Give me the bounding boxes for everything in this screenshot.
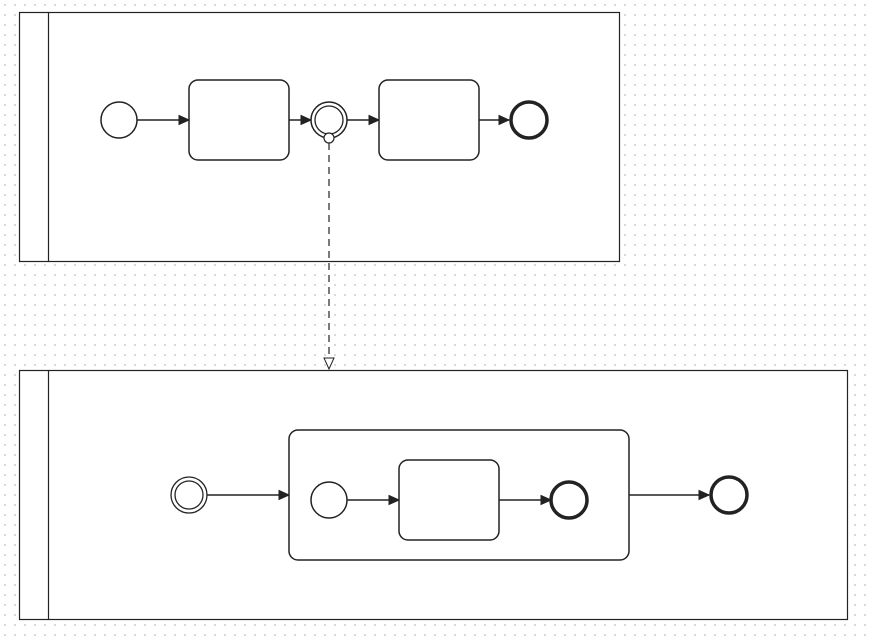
- p1-end-event[interactable]: [509, 100, 549, 140]
- p1-task-2[interactable]: [378, 79, 480, 161]
- p2-start-inner-ring: [174, 480, 204, 510]
- p1-start-event[interactable]: [100, 101, 138, 139]
- sp-end-event[interactable]: [549, 480, 589, 520]
- sp-task[interactable]: [398, 459, 500, 541]
- message-flow-source-marker: [323, 132, 335, 144]
- p1-task-1[interactable]: [188, 79, 290, 161]
- p2-end-event[interactable]: [709, 475, 749, 515]
- sp-start-event[interactable]: [310, 481, 348, 519]
- p2-start-event[interactable]: [170, 476, 208, 514]
- p1-intermediate-inner-ring: [314, 105, 344, 135]
- message-flow[interactable]: [323, 132, 335, 371]
